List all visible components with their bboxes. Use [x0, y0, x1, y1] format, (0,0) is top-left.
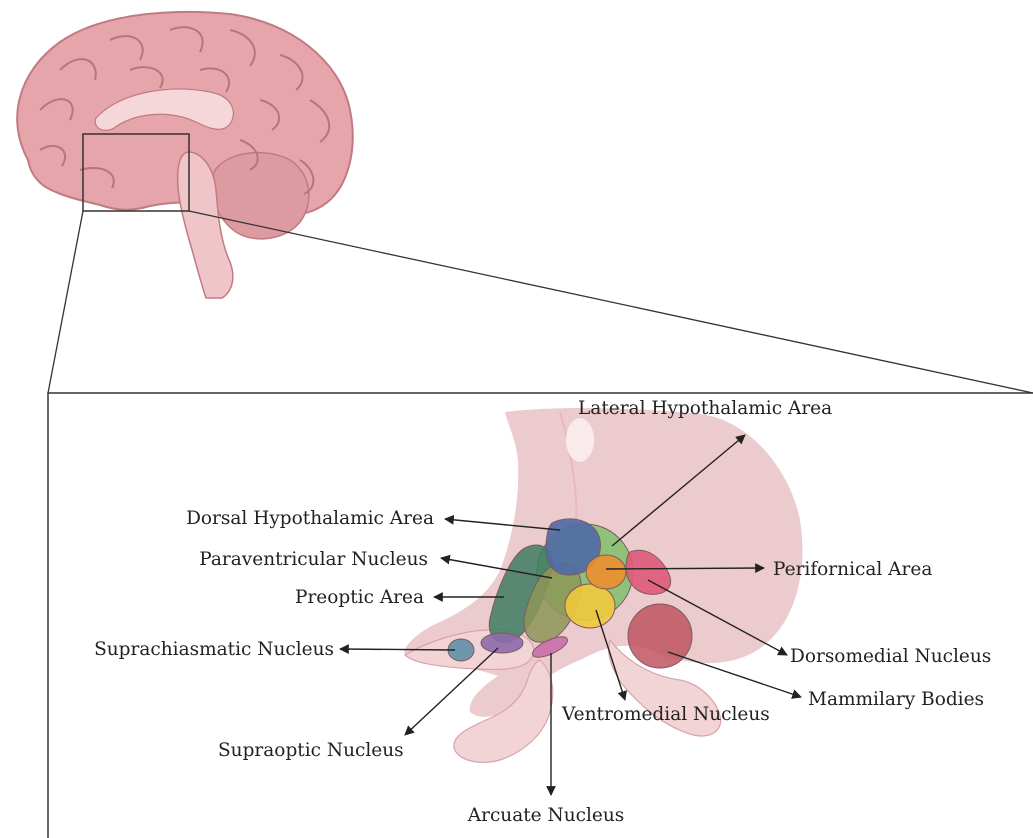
supraoptic-nucleus-region [481, 633, 523, 653]
label-mammilary-bodies: Mammilary Bodies [808, 689, 984, 710]
arrow-suprachiasmatic-nucleus [340, 649, 455, 650]
label-paraventricular-nucleus: Paraventricular Nucleus [199, 549, 428, 570]
label-lateral-hypothalamic-area: Lateral Hypothalamic Area [578, 398, 832, 419]
label-dorsal-hypothalamic-area: Dorsal Hypothalamic Area [186, 508, 434, 529]
zoom-connector-left [48, 211, 83, 393]
label-supraoptic-nucleus: Supraoptic Nucleus [218, 740, 404, 761]
arrow-perifornical-area [606, 568, 764, 569]
label-suprachiasmatic-nucleus: Suprachiasmatic Nucleus [94, 639, 334, 660]
third-ventricle-space [566, 418, 594, 462]
label-dorsomedial-nucleus: Dorsomedial Nucleus [790, 646, 991, 667]
label-preoptic-area: Preoptic Area [295, 587, 424, 608]
label-perifornical-area: Perifornical Area [773, 559, 932, 580]
label-arcuate-nucleus: Arcuate Nucleus [467, 805, 625, 826]
brain-illustration [17, 12, 353, 298]
ventromedial-nucleus-region [565, 584, 615, 628]
mammilary-bodies-region [628, 604, 692, 668]
zoom-connector-right [189, 211, 1033, 393]
perifornical-area-region [586, 555, 626, 589]
label-ventromedial-nucleus: Ventromedial Nucleus [561, 704, 770, 725]
zoom-panel: Lateral Hypothalamic Area Dorsal Hypotha… [48, 393, 1033, 838]
